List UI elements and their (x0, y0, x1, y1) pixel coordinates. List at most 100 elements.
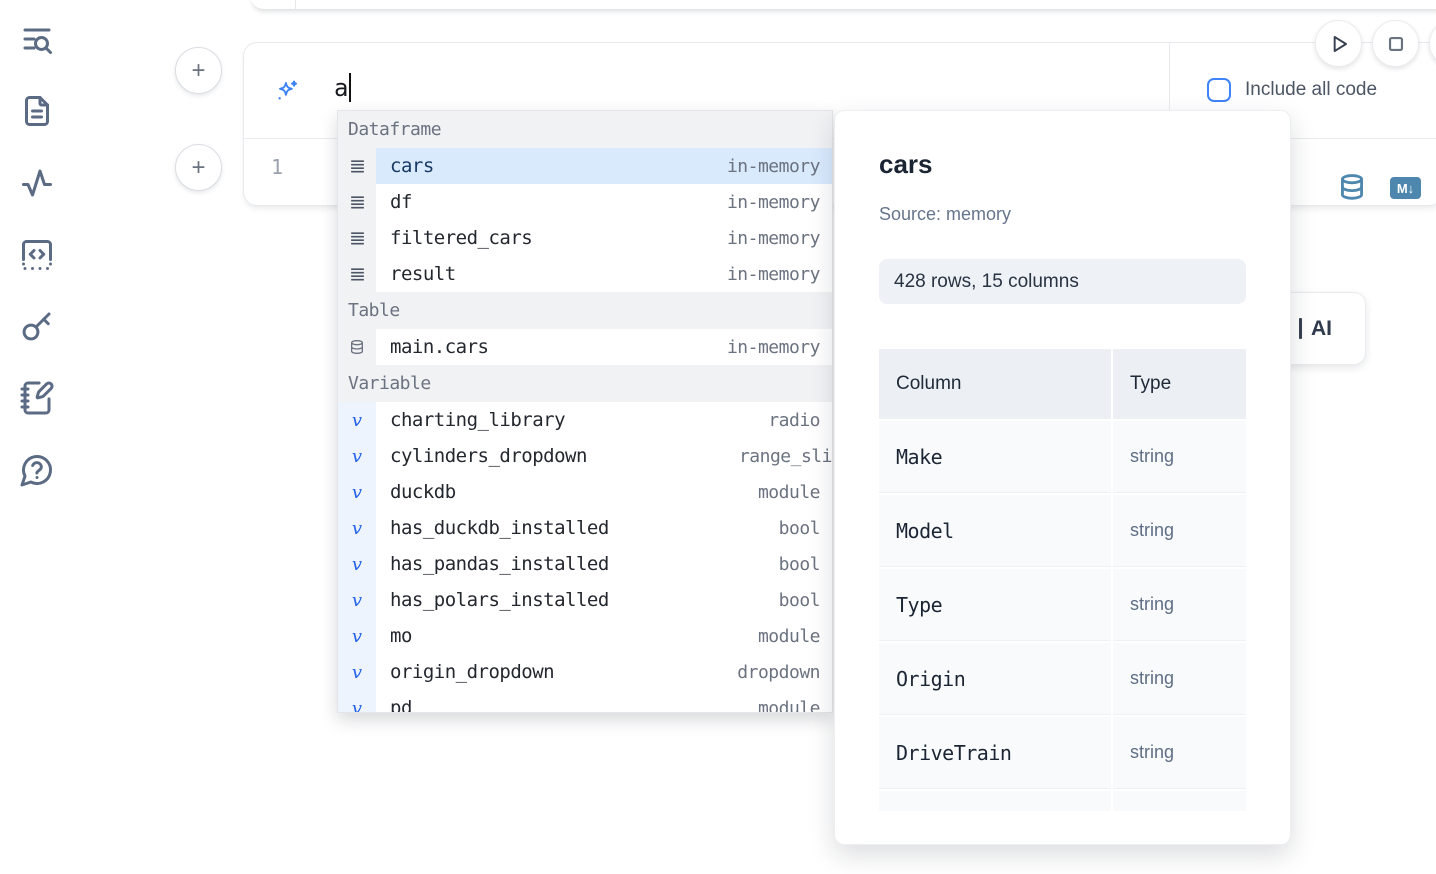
column-type: string (1130, 446, 1175, 466)
variable-icon: v (338, 654, 376, 690)
play-icon (1333, 35, 1347, 52)
autocomplete-item-result[interactable]: result in-memory (338, 256, 832, 292)
popup-source: Source: memory (879, 204, 1012, 224)
autocomplete-item-main-cars[interactable]: main.cars in-memory (338, 329, 832, 365)
item-type: dropdown (737, 661, 820, 683)
shape-badge: 428 rows, 15 columns (879, 259, 1246, 304)
key-icon[interactable] (18, 307, 56, 345)
divider (1169, 43, 1170, 138)
variable-icon: v (338, 690, 376, 712)
item-name: has_pandas_installed (390, 553, 609, 575)
autocomplete-item-has_duckdb_installed[interactable]: v has_duckdb_installed bool (338, 510, 832, 546)
previous-cell-edge (250, 0, 1436, 10)
autocomplete-item-cars[interactable]: cars in-memory (338, 148, 832, 184)
column-header: Column (879, 349, 1111, 419)
variable-icon: v (338, 582, 376, 618)
column-type: string (1130, 520, 1175, 540)
item-name: cars (390, 155, 434, 177)
table-row-cell: string (1113, 717, 1246, 789)
ai-prompt-value: a (334, 74, 349, 102)
autocomplete-item-charting_library[interactable]: v charting_library radio (338, 402, 832, 438)
item-type: module (757, 481, 821, 503)
popup-title: cars (879, 149, 933, 179)
item-name: pd (390, 697, 412, 713)
add-cell-below-button[interactable]: + (175, 144, 222, 191)
item-name: mo (390, 625, 412, 647)
item-type: module (757, 625, 821, 647)
item-name: has_duckdb_installed (390, 517, 609, 539)
include-all-code-label: Include all code (1245, 79, 1378, 100)
item-type: bool (778, 553, 821, 575)
autocomplete-item-cylinders_dropdown[interactable]: v cylinders_dropdown range_sli (338, 438, 832, 474)
markdown-icon[interactable]: M↓ (1390, 177, 1421, 199)
item-type: in-memory (726, 263, 821, 285)
autocomplete-item-mo[interactable]: v mo module (338, 618, 832, 654)
stop-icon (1388, 36, 1403, 51)
database-icon[interactable] (1338, 173, 1366, 201)
type-header: Type (1113, 349, 1246, 419)
table-row-cell-clipped (1113, 791, 1246, 811)
autocomplete-item-pd[interactable]: v pd module (338, 690, 832, 713)
item-type: in-memory (726, 191, 821, 213)
table-row-cell: string (1113, 421, 1246, 493)
file-text-icon[interactable] (18, 92, 56, 130)
autocomplete-item-origin_dropdown[interactable]: v origin_dropdown dropdown (338, 654, 832, 690)
item-type: module (757, 697, 821, 713)
notebook-pen-icon[interactable] (18, 379, 56, 417)
autocomplete-item-has_polars_installed[interactable]: v has_polars_installed bool (338, 582, 832, 618)
autocomplete-item-has_pandas_installed[interactable]: v has_pandas_installed bool (338, 546, 832, 582)
clipped-glyph (1299, 318, 1302, 339)
autocomplete-item-duckdb[interactable]: v duckdb module (338, 474, 832, 510)
column-type: string (1130, 742, 1175, 762)
variable-icon: v (338, 618, 376, 654)
table-row-cell: string (1113, 569, 1246, 641)
ai-prompt-input[interactable]: a (334, 73, 352, 102)
sidebar (0, 0, 76, 874)
schema-table: Column Type Make string Model string Typ… (879, 349, 1246, 811)
item-type: in-memory (726, 227, 821, 249)
variable-icon: v (338, 474, 376, 510)
help-chat-icon[interactable] (18, 451, 56, 489)
dataframe-icon (338, 148, 376, 184)
add-cell-above-button[interactable]: + (175, 47, 222, 94)
table-row-cell: string (1113, 643, 1246, 715)
item-name: duckdb (390, 481, 456, 503)
autocomplete-item-filtered_cars[interactable]: filtered_cars in-memory (338, 220, 832, 256)
section-header-dataframe: Dataframe (338, 111, 832, 148)
variable-icon: v (338, 438, 376, 474)
column-name: Origin (896, 666, 966, 691)
autocomplete-item-df[interactable]: df in-memory (338, 184, 832, 220)
item-name: has_polars_installed (390, 589, 609, 611)
list-search-icon[interactable] (18, 20, 56, 58)
table-db-icon (338, 329, 376, 365)
include-all-code-option: Include all code (1207, 78, 1377, 102)
item-type: in-memory (726, 155, 821, 177)
table-row-cell: Make (879, 421, 1111, 493)
activity-icon[interactable] (18, 164, 56, 202)
section-header-variable: Variable (338, 365, 832, 402)
gutter-divider (295, 0, 296, 9)
line-number: 1 (271, 155, 284, 179)
item-name: main.cars (390, 336, 489, 358)
item-name: origin_dropdown (390, 661, 555, 683)
column-type: string (1130, 668, 1175, 688)
sparkles-icon (274, 78, 300, 104)
autocomplete-dropdown: Dataframe cars in-memory df in-memory fi… (337, 110, 833, 713)
column-name: Type (896, 592, 943, 617)
section-header-table: Table (338, 292, 832, 329)
table-row-cell-clipped (879, 791, 1111, 811)
item-name: cylinders_dropdown (390, 445, 587, 467)
run-cell-button[interactable] (1315, 20, 1362, 67)
include-all-code-checkbox[interactable] (1207, 78, 1231, 102)
column-name: Make (896, 444, 943, 469)
column-name: DriveTrain (896, 740, 1012, 765)
table-row-cell: Model (879, 495, 1111, 567)
variable-icon: v (338, 546, 376, 582)
code-box-icon[interactable] (18, 236, 56, 274)
dataframe-icon (338, 256, 376, 292)
item-type: bool (778, 589, 821, 611)
stop-button[interactable] (1372, 20, 1419, 67)
column-type: string (1130, 594, 1175, 614)
table-row-cell: Type (879, 569, 1111, 641)
